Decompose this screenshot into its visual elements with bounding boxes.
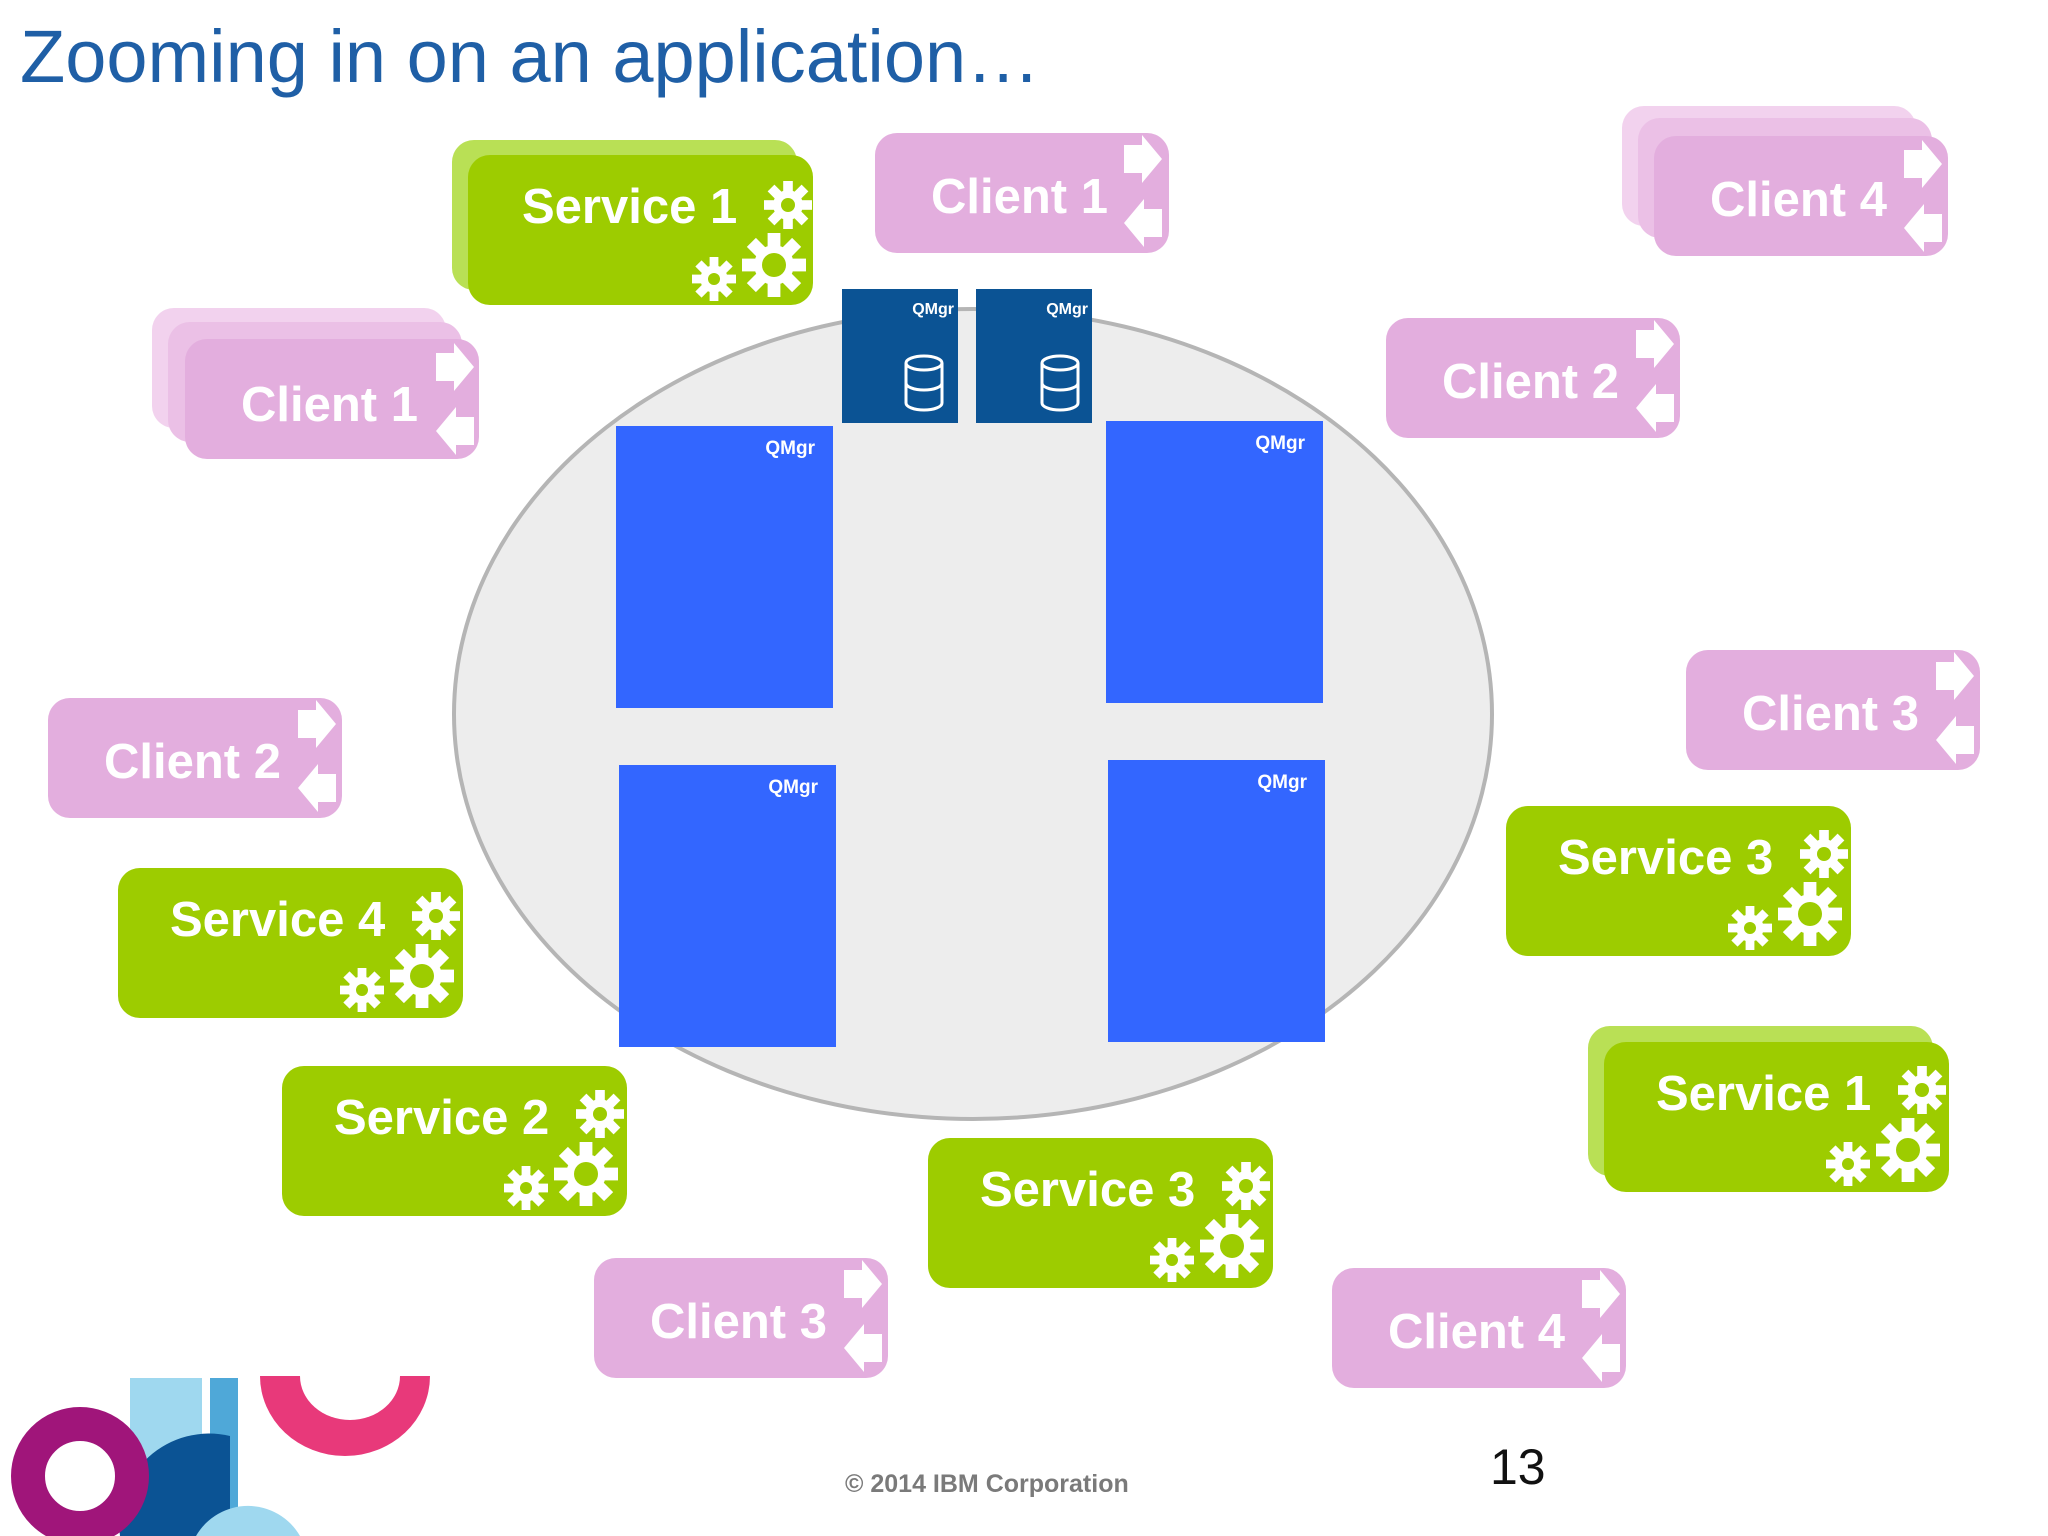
service-label: Service 3: [980, 1163, 1196, 1217]
logo-graphic: [11, 1376, 430, 1536]
exchange-arrows-icon: [1904, 140, 1942, 252]
qmgr-small-2[interactable]: QMgr: [976, 289, 1092, 423]
client-card-c3-bottom[interactable]: Client 3: [594, 1258, 888, 1378]
service-card-s3-right[interactable]: Service 3: [1506, 806, 1851, 956]
cluster-oval: [452, 307, 1494, 1121]
client-card-c4-top[interactable]: Client 4: [1654, 136, 1948, 256]
database-icon: [904, 354, 944, 412]
exchange-arrows-icon: [436, 343, 474, 455]
service-label: Service 4: [170, 893, 386, 947]
client-label: Client 2: [104, 735, 281, 789]
exchange-arrows-icon: [1124, 135, 1162, 247]
exchange-arrows-icon: [298, 700, 336, 812]
gears-icon: [1728, 830, 1848, 950]
gears-icon: [1826, 1066, 1946, 1186]
gears-icon: [1150, 1162, 1270, 1282]
exchange-arrows-icon: [1936, 652, 1974, 764]
client-card-c1-left[interactable]: Client 1: [185, 339, 479, 459]
qmgr-label: QMgr: [765, 438, 815, 459]
client-card-c3-right[interactable]: Client 3: [1686, 650, 1980, 770]
client-label: Client 3: [650, 1295, 827, 1349]
qmgr-label: QMgr: [1255, 433, 1305, 454]
client-label: Client 2: [1442, 355, 1619, 409]
exchange-arrows-icon: [1636, 320, 1674, 432]
copyright-text: © 2014 IBM Corporation: [845, 1470, 1129, 1498]
page-number: 13: [1490, 1439, 1546, 1495]
qmgr-label: QMgr: [1046, 301, 1088, 318]
qmgr-bottom-left[interactable]: QMgr: [619, 765, 836, 1047]
gears-icon: [340, 892, 460, 1012]
service-label: Service 1: [1656, 1067, 1872, 1121]
qmgr-small-1[interactable]: QMgr: [842, 289, 958, 423]
qmgr-bottom-right[interactable]: QMgr: [1108, 760, 1325, 1042]
qmgr-label: QMgr: [1257, 772, 1307, 793]
qmgr-top-left[interactable]: QMgr: [616, 426, 833, 708]
service-label: Service 1: [522, 180, 738, 234]
client-label: Client 3: [1742, 687, 1919, 741]
database-icon: [1040, 354, 1080, 412]
client-card-c2-left[interactable]: Client 2: [48, 698, 342, 818]
client-label: Client 4: [1388, 1305, 1565, 1359]
qmgr-label: QMgr: [768, 777, 818, 798]
slide-title: Zooming in on an application…: [20, 15, 1041, 98]
client-card-c4-bottom[interactable]: Client 4: [1332, 1268, 1626, 1388]
exchange-arrows-icon: [844, 1260, 882, 1372]
service-label: Service 2: [334, 1091, 550, 1145]
client-label: Client 1: [241, 378, 418, 432]
client-card-c1-top[interactable]: Client 1: [875, 133, 1169, 253]
client-label: Client 4: [1710, 173, 1887, 227]
qmgr-top-right[interactable]: QMgr: [1106, 421, 1323, 703]
service-label: Service 3: [1558, 831, 1774, 885]
exchange-arrows-icon: [1582, 1270, 1620, 1382]
gears-icon: [504, 1090, 624, 1210]
qmgr-label: QMgr: [912, 301, 954, 318]
client-card-c2-right[interactable]: Client 2: [1386, 318, 1680, 438]
client-label: Client 1: [931, 170, 1108, 224]
gears-icon: [692, 181, 812, 301]
